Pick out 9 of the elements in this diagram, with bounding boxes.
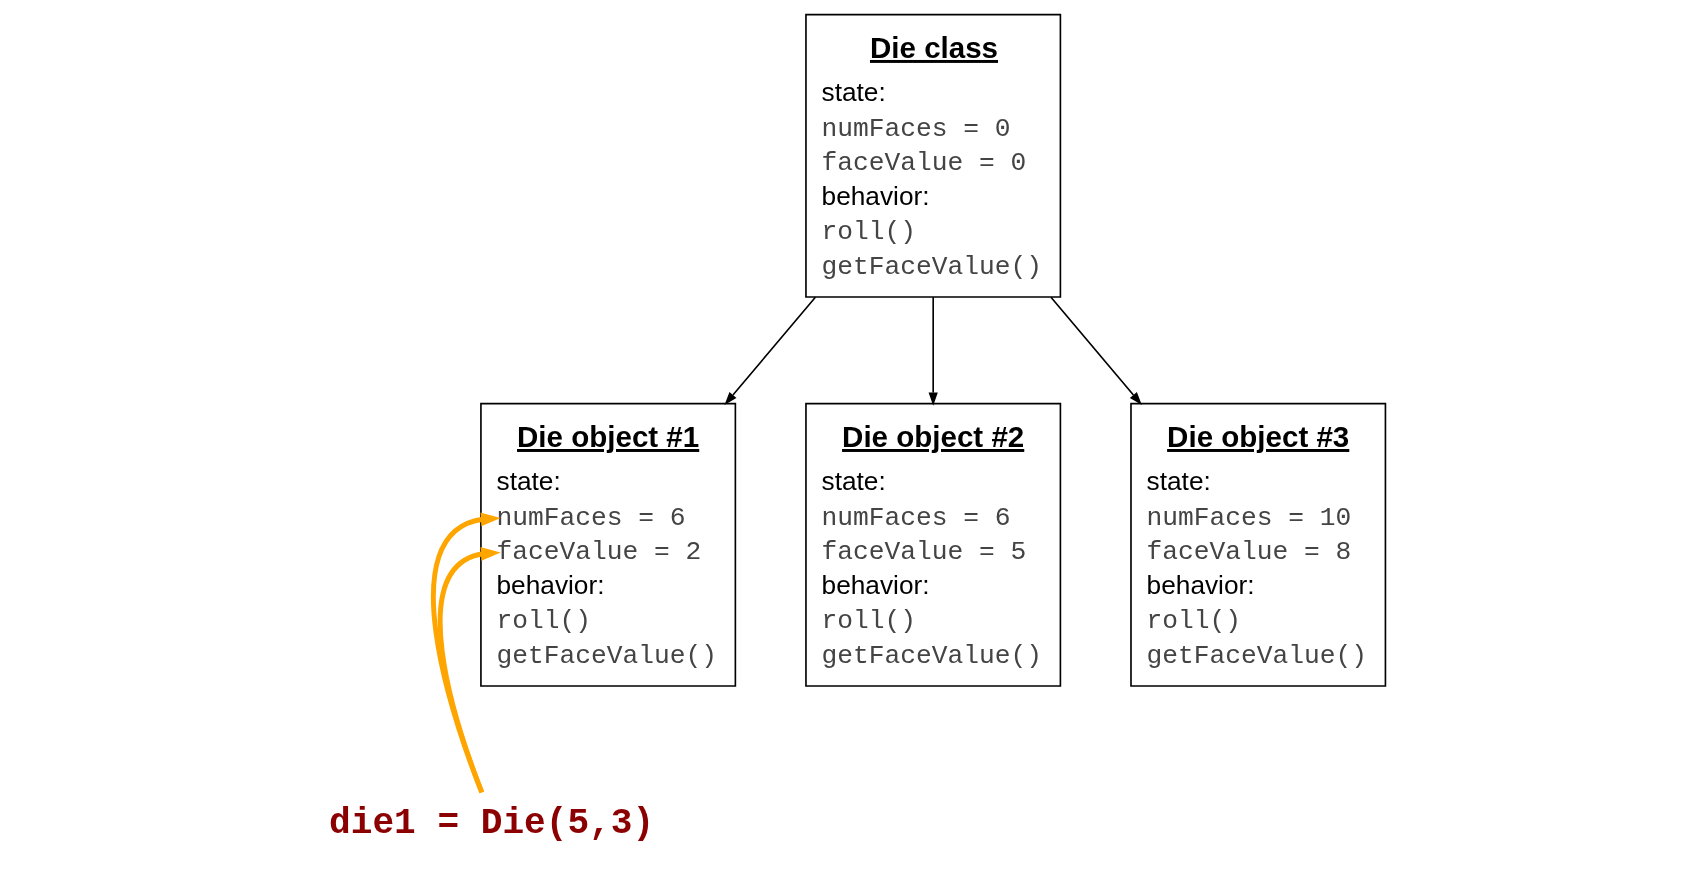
arrow (1050, 296, 1142, 406)
arrow (928, 296, 938, 406)
node-box: Die object #2 state: numFaces = 6 faceValue = 5 behavior: roll() getFaceValue() (805, 402, 1062, 687)
arrow (431, 512, 501, 794)
node-text: die1 = Die(5,3) (329, 803, 655, 845)
node-box: Die object #3 state: numFaces = 10 faceValue = 8 behavior: roll() getFaceValue() (1130, 402, 1387, 687)
arrow (724, 296, 817, 406)
arrow (437, 547, 501, 794)
node-box: Die class state: numFaces = 0 faceValue = 0 behavior: roll() getFaceValue() (805, 13, 1062, 298)
